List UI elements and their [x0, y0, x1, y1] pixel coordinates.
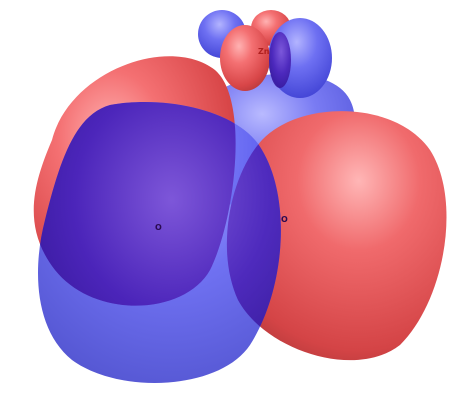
atom-label-o-right: O — [281, 215, 288, 224]
atom-o-left: O — [155, 223, 162, 232]
atom-label-zn: Zn — [258, 47, 270, 56]
atom-label-o-left: O — [155, 223, 162, 232]
zn-lobe-overlap — [269, 32, 291, 88]
zn-lobe-red-left — [220, 25, 270, 91]
atom-o-right: O — [281, 215, 288, 224]
atom-zn: Zn — [258, 47, 270, 56]
